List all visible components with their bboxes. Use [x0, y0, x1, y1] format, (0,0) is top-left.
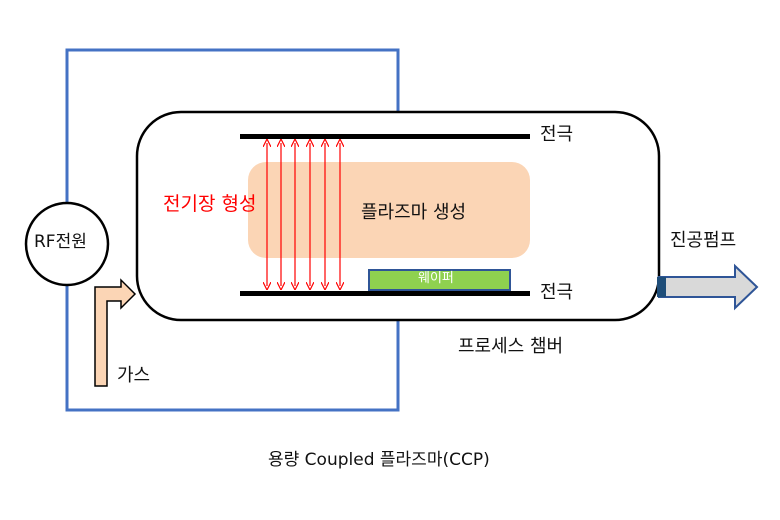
rf-wire-bottom	[65, 278, 400, 412]
diagram-caption: 용량 Coupled 플라즈마(CCP)	[268, 450, 490, 470]
rf-power-label: RF전원	[34, 232, 87, 252]
rf-wire-top	[65, 48, 400, 210]
plasma-label: 플라즈마 생성	[361, 202, 467, 223]
electric-field-label: 전기장 형성	[163, 193, 257, 215]
electric-field-arrows	[267, 143, 340, 286]
rf-power-source	[24, 201, 110, 287]
top-electrode-label: 전극	[540, 124, 574, 145]
vacuum-pump-arrow	[658, 263, 759, 311]
bottom-electrode	[240, 291, 530, 296]
wafer-label: 웨이퍼	[418, 271, 454, 286]
gas-label: 가스	[117, 365, 151, 386]
vacuum-pump-label: 진공펌프	[670, 230, 737, 251]
process-chamber-label: 프로세스 챔버	[458, 336, 564, 357]
bottom-electrode-label: 전극	[540, 282, 574, 303]
top-electrode	[240, 134, 530, 139]
pump-outlet	[657, 277, 666, 297]
gas-inlet-arrow	[94, 278, 137, 387]
wafer	[368, 269, 511, 291]
plasma-region	[248, 162, 530, 258]
